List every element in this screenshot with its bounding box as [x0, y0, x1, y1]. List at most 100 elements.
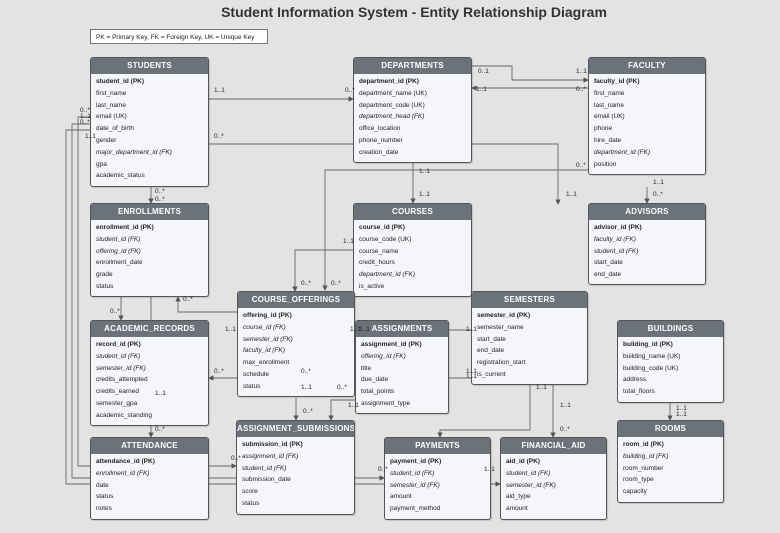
- cardinality-label: 1..1: [536, 384, 547, 391]
- entity-courses[interactable]: COURSES course_id (PK) course_code (UK) …: [353, 203, 472, 297]
- entity-advisors-name: ADVISORS: [589, 204, 705, 220]
- entity-students[interactable]: STUDENTS student_id (PK) first_name last…: [90, 57, 209, 187]
- rel-students-advisors: [209, 143, 561, 205]
- attr-semester-id: semester_id (FK): [243, 335, 293, 343]
- attr-student-id: student_id (FK): [594, 247, 639, 255]
- entity-academic-records[interactable]: ACADEMIC_RECORDS record_id (PK) student_…: [90, 320, 209, 426]
- cardinality-label: 0..*: [337, 384, 347, 391]
- cardinality-label: 1..1: [653, 179, 664, 186]
- attr-address: address: [623, 376, 647, 384]
- cardinality-label: 1..1: [359, 326, 370, 333]
- entity-semesters[interactable]: SEMESTERS semester_id (PK) semester_name…: [471, 291, 588, 385]
- cardinality-label: 1..1: [476, 86, 487, 93]
- rel-students-payments: [71, 123, 385, 481]
- attr-title: title: [361, 364, 372, 372]
- attr-semester-id: semester_id (FK): [390, 481, 440, 489]
- attr-email: email (UK): [96, 113, 127, 121]
- cardinality-label: 0..*: [155, 188, 165, 195]
- cardinality-label: 0..*: [331, 280, 341, 287]
- attr-enrollment-id: enrollment_id (FK): [96, 469, 150, 477]
- attr-department-code: department_code (UK): [359, 101, 425, 109]
- entity-payments[interactable]: PAYMENTS payment_id (PK) student_id (FK)…: [384, 437, 491, 520]
- attr-last-name: last_name: [96, 101, 126, 109]
- entity-faculty[interactable]: FACULTY faculty_id (PK) first_name last_…: [588, 57, 706, 175]
- attr-schedule: schedule: [243, 370, 270, 378]
- attr-first-name: first_name: [96, 89, 127, 97]
- cardinality-label: 1..1: [676, 405, 687, 412]
- attr-date: date: [96, 481, 109, 489]
- attr-faculty-id: faculty_id (FK): [594, 235, 636, 243]
- entity-faculty-name: FACULTY: [589, 58, 705, 74]
- attr-gender: gender: [96, 136, 117, 144]
- cardinality-label: 1..1: [214, 87, 225, 94]
- entity-departments-name: DEPARTMENTS: [354, 58, 471, 74]
- entity-enrollments[interactable]: ENROLLMENTS enrollment_id (PK) student_i…: [90, 203, 209, 297]
- entity-attendance[interactable]: ATTENDANCE attendance_id (PK) enrollment…: [90, 437, 209, 520]
- cardinality-label: 0..*: [214, 368, 224, 375]
- cardinality-label: 1..1: [560, 402, 571, 409]
- attr-email: email (UK): [594, 113, 625, 121]
- attr-phone-number: phone_number: [359, 136, 403, 144]
- entity-rooms[interactable]: ROOMS room_id (PK) building_id (FK) room…: [617, 420, 724, 503]
- cardinality-label: 0..1: [478, 68, 489, 75]
- cardinality-label: 0..*: [183, 296, 193, 303]
- cardinality-label: 1..1: [419, 191, 430, 198]
- cardinality-label: 0..*: [301, 368, 311, 375]
- entity-course-offerings[interactable]: COURSE_OFFERINGS offering_id (PK) course…: [237, 291, 355, 397]
- attr-position: position: [594, 160, 617, 168]
- attr-building-id: building_id (FK): [623, 452, 669, 460]
- attr-aid-type: aid_type: [506, 493, 531, 501]
- attr-is-current: is_current: [477, 370, 506, 378]
- cardinality-label: 1..1: [85, 133, 96, 140]
- attr-advisor-id: advisor_id (PK): [594, 224, 642, 231]
- entity-academic-records-name: ACADEMIC_RECORDS: [91, 321, 208, 337]
- cardinality-label: 0..*: [345, 87, 355, 94]
- entity-assignment-submissions[interactable]: ASSIGNMENT_SUBMISSIONS submission_id (PK…: [236, 420, 355, 515]
- cardinality-label: 0..*: [378, 466, 388, 473]
- entity-advisors[interactable]: ADVISORS advisor_id (PK) faculty_id (FK)…: [588, 203, 706, 285]
- attr-date-of-birth: date_of_birth: [96, 125, 134, 133]
- attr-offering-id: offering_id (PK): [243, 312, 292, 319]
- attr-department-head: department_head (FK): [359, 113, 425, 121]
- attr-offering-id: offering_id (FK): [361, 352, 406, 360]
- entity-enrollments-name: ENROLLMENTS: [91, 204, 208, 220]
- attr-status: status: [96, 493, 114, 501]
- entity-course-offerings-name: COURSE_OFFERINGS: [238, 292, 354, 308]
- attr-payment-id: payment_id (PK): [390, 458, 442, 465]
- cardinality-label: 1..1: [576, 68, 587, 75]
- rel-departments-faculty-top: [472, 65, 589, 83]
- attr-department-id: department_id (PK): [359, 78, 419, 85]
- attr-payment-method: payment_method: [390, 505, 441, 513]
- attr-credits-earned: credits_earned: [96, 388, 139, 396]
- attr-student-id: student_id (FK): [242, 464, 287, 472]
- attr-credit-hours: credit_hours: [359, 259, 395, 267]
- entity-departments[interactable]: DEPARTMENTS department_id (PK) departmen…: [353, 57, 472, 163]
- entity-semesters-name: SEMESTERS: [472, 292, 587, 308]
- entity-payments-name: PAYMENTS: [385, 438, 490, 454]
- attr-academic-standing: academic_standing: [96, 411, 153, 419]
- cardinality-label: 1..1: [466, 326, 477, 333]
- attr-first-name: first_name: [594, 89, 625, 97]
- cardinality-label: 0..*: [576, 162, 586, 169]
- cardinality-label: 0..*: [560, 426, 570, 433]
- cardinality-label: 0..*: [155, 426, 165, 433]
- attr-submission-id: submission_id (PK): [242, 441, 303, 448]
- attr-submission-date: submission_date: [242, 476, 291, 484]
- entity-assignments[interactable]: ASSIGNMENTS assignment_id (PK) offering_…: [355, 320, 449, 414]
- attr-phone: phone: [594, 125, 613, 133]
- attr-department-id: department_id (FK): [594, 148, 650, 156]
- entity-financial-aid[interactable]: FINANCIAL_AID aid_id (PK) student_id (FK…: [500, 437, 607, 520]
- cardinality-label: 1..1: [466, 368, 477, 375]
- attr-semester-id: semester_id (FK): [96, 364, 146, 372]
- entity-buildings[interactable]: BUILDINGS building_id (PK) building_name…: [617, 320, 724, 403]
- attr-building-name: building_name (UK): [623, 352, 681, 360]
- attr-due-date: due_date: [361, 376, 389, 384]
- attr-student-id: student_id (PK): [96, 78, 145, 85]
- attr-creation-date: creation_date: [359, 148, 399, 156]
- cardinality-label: 1..1: [343, 238, 354, 245]
- attr-amount: amount: [390, 493, 412, 501]
- cardinality-label: 1..1: [301, 384, 312, 391]
- attr-semester-id: semester_id (FK): [506, 481, 556, 489]
- cardinality-label: 1..1: [350, 326, 361, 333]
- entity-assignments-name: ASSIGNMENTS: [356, 321, 448, 337]
